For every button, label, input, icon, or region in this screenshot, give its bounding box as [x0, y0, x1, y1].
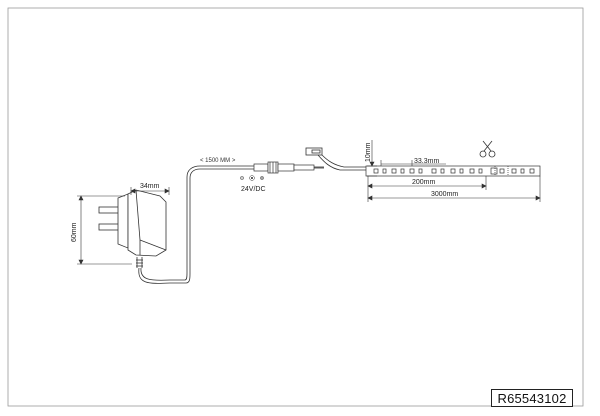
dc-connector	[253, 161, 315, 174]
power-adapter	[98, 189, 167, 268]
scissors-icon	[479, 140, 496, 158]
voltage-label: 24V/DC	[241, 186, 266, 193]
product-code-box: R65543102	[491, 389, 573, 407]
led-pitch-label: 33.3mm	[414, 158, 439, 165]
strip-height-dimension	[367, 140, 377, 177]
product-code: R65543102	[497, 390, 567, 406]
adapter-width-dimension	[130, 187, 170, 195]
strip-length-dimension	[367, 176, 541, 202]
adapter-height-label: 60mm	[71, 222, 78, 242]
adapter-height-dimension	[77, 195, 132, 265]
led-pitch-dimension	[380, 160, 446, 166]
strip-length-label: 3000mm	[431, 191, 458, 198]
polarity-icon	[240, 175, 264, 181]
led-strip	[365, 165, 541, 177]
strip-feed-wires	[305, 147, 366, 171]
supply-cable	[138, 165, 254, 284]
segment-length-label: 200mm	[412, 179, 436, 186]
sheet-frame	[7, 7, 584, 407]
adapter-width-label: 34mm	[140, 183, 160, 190]
cable-length-label: < 1500 MM >	[200, 158, 236, 164]
segment-length-dimension	[367, 176, 487, 190]
strip-height-label: 10mm	[365, 142, 372, 162]
